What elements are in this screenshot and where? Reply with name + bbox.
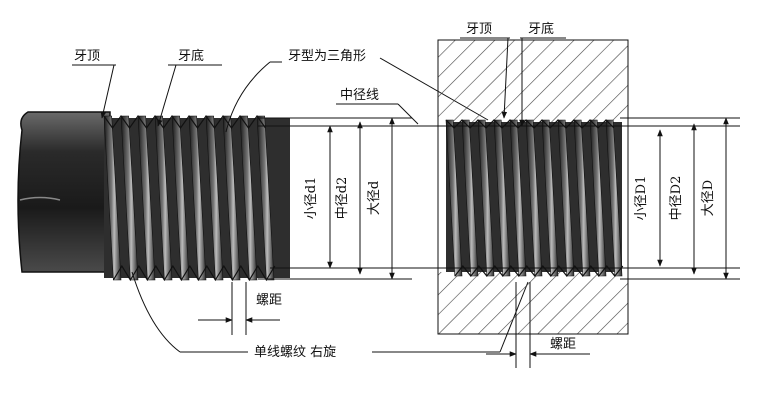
label-major-D: 大径D (701, 180, 716, 216)
label-thread-note: 单线螺纹 右旋 (254, 345, 336, 360)
bolt-head (17, 111, 111, 273)
thread-ridge (493, 119, 511, 277)
label-root-left: 牙底 (178, 48, 204, 64)
bolt (17, 111, 290, 282)
thread-ridge (557, 119, 575, 277)
label-pitch-line: 中径线 (340, 88, 379, 103)
nut (437, 39, 629, 335)
label-pitch-right: 螺距 (550, 337, 576, 352)
thread-ridge (222, 115, 241, 281)
thread-ridge (477, 119, 495, 277)
thread-ridge (445, 119, 463, 277)
nut-hatch-top (438, 40, 628, 122)
label-pitch-d2: 中径d2 (335, 177, 350, 220)
thread-ridge (120, 115, 139, 281)
labels: 牙顶 牙底 牙型为三角形 中径线 小径d1 中径d2 大径d 螺距 单线螺纹 右… (74, 21, 716, 360)
label-root-right: 牙底 (528, 21, 554, 37)
label-pitch-D2: 中径D2 (669, 176, 684, 221)
thread-ridge (154, 115, 173, 281)
label-major-d: 大径d (367, 181, 382, 215)
label-pitch-left: 螺距 (256, 293, 282, 308)
label-profile: 牙型为三角形 (288, 49, 366, 64)
label-minor-D1: 小径D1 (634, 176, 649, 221)
label-minor-d1: 小径d1 (304, 177, 319, 220)
label-crest-right: 牙顶 (466, 22, 492, 37)
thread-ridge (239, 115, 258, 281)
thread-ridge (525, 119, 543, 277)
thread-ridge (541, 119, 559, 277)
nut-hatch-bottom (438, 272, 628, 334)
nut-thread-ridges (445, 119, 623, 277)
nut-dimensions (412, 37, 740, 368)
thread-ridge (509, 119, 527, 277)
thread-ridge (256, 115, 275, 281)
thread-ridge (171, 115, 190, 281)
thread-ridge (137, 115, 156, 281)
bolt-dimensions (198, 103, 419, 335)
thread-ridge (573, 119, 591, 277)
thread-ridge (205, 115, 224, 281)
thread-ridge (188, 115, 207, 281)
thread-ridge (103, 115, 122, 281)
thread-ridge (461, 119, 479, 277)
bolt-thread-ridges (103, 115, 275, 281)
thread-ridge (589, 119, 607, 277)
label-crest-left: 牙顶 (74, 49, 100, 64)
thread-ridge (605, 119, 623, 277)
